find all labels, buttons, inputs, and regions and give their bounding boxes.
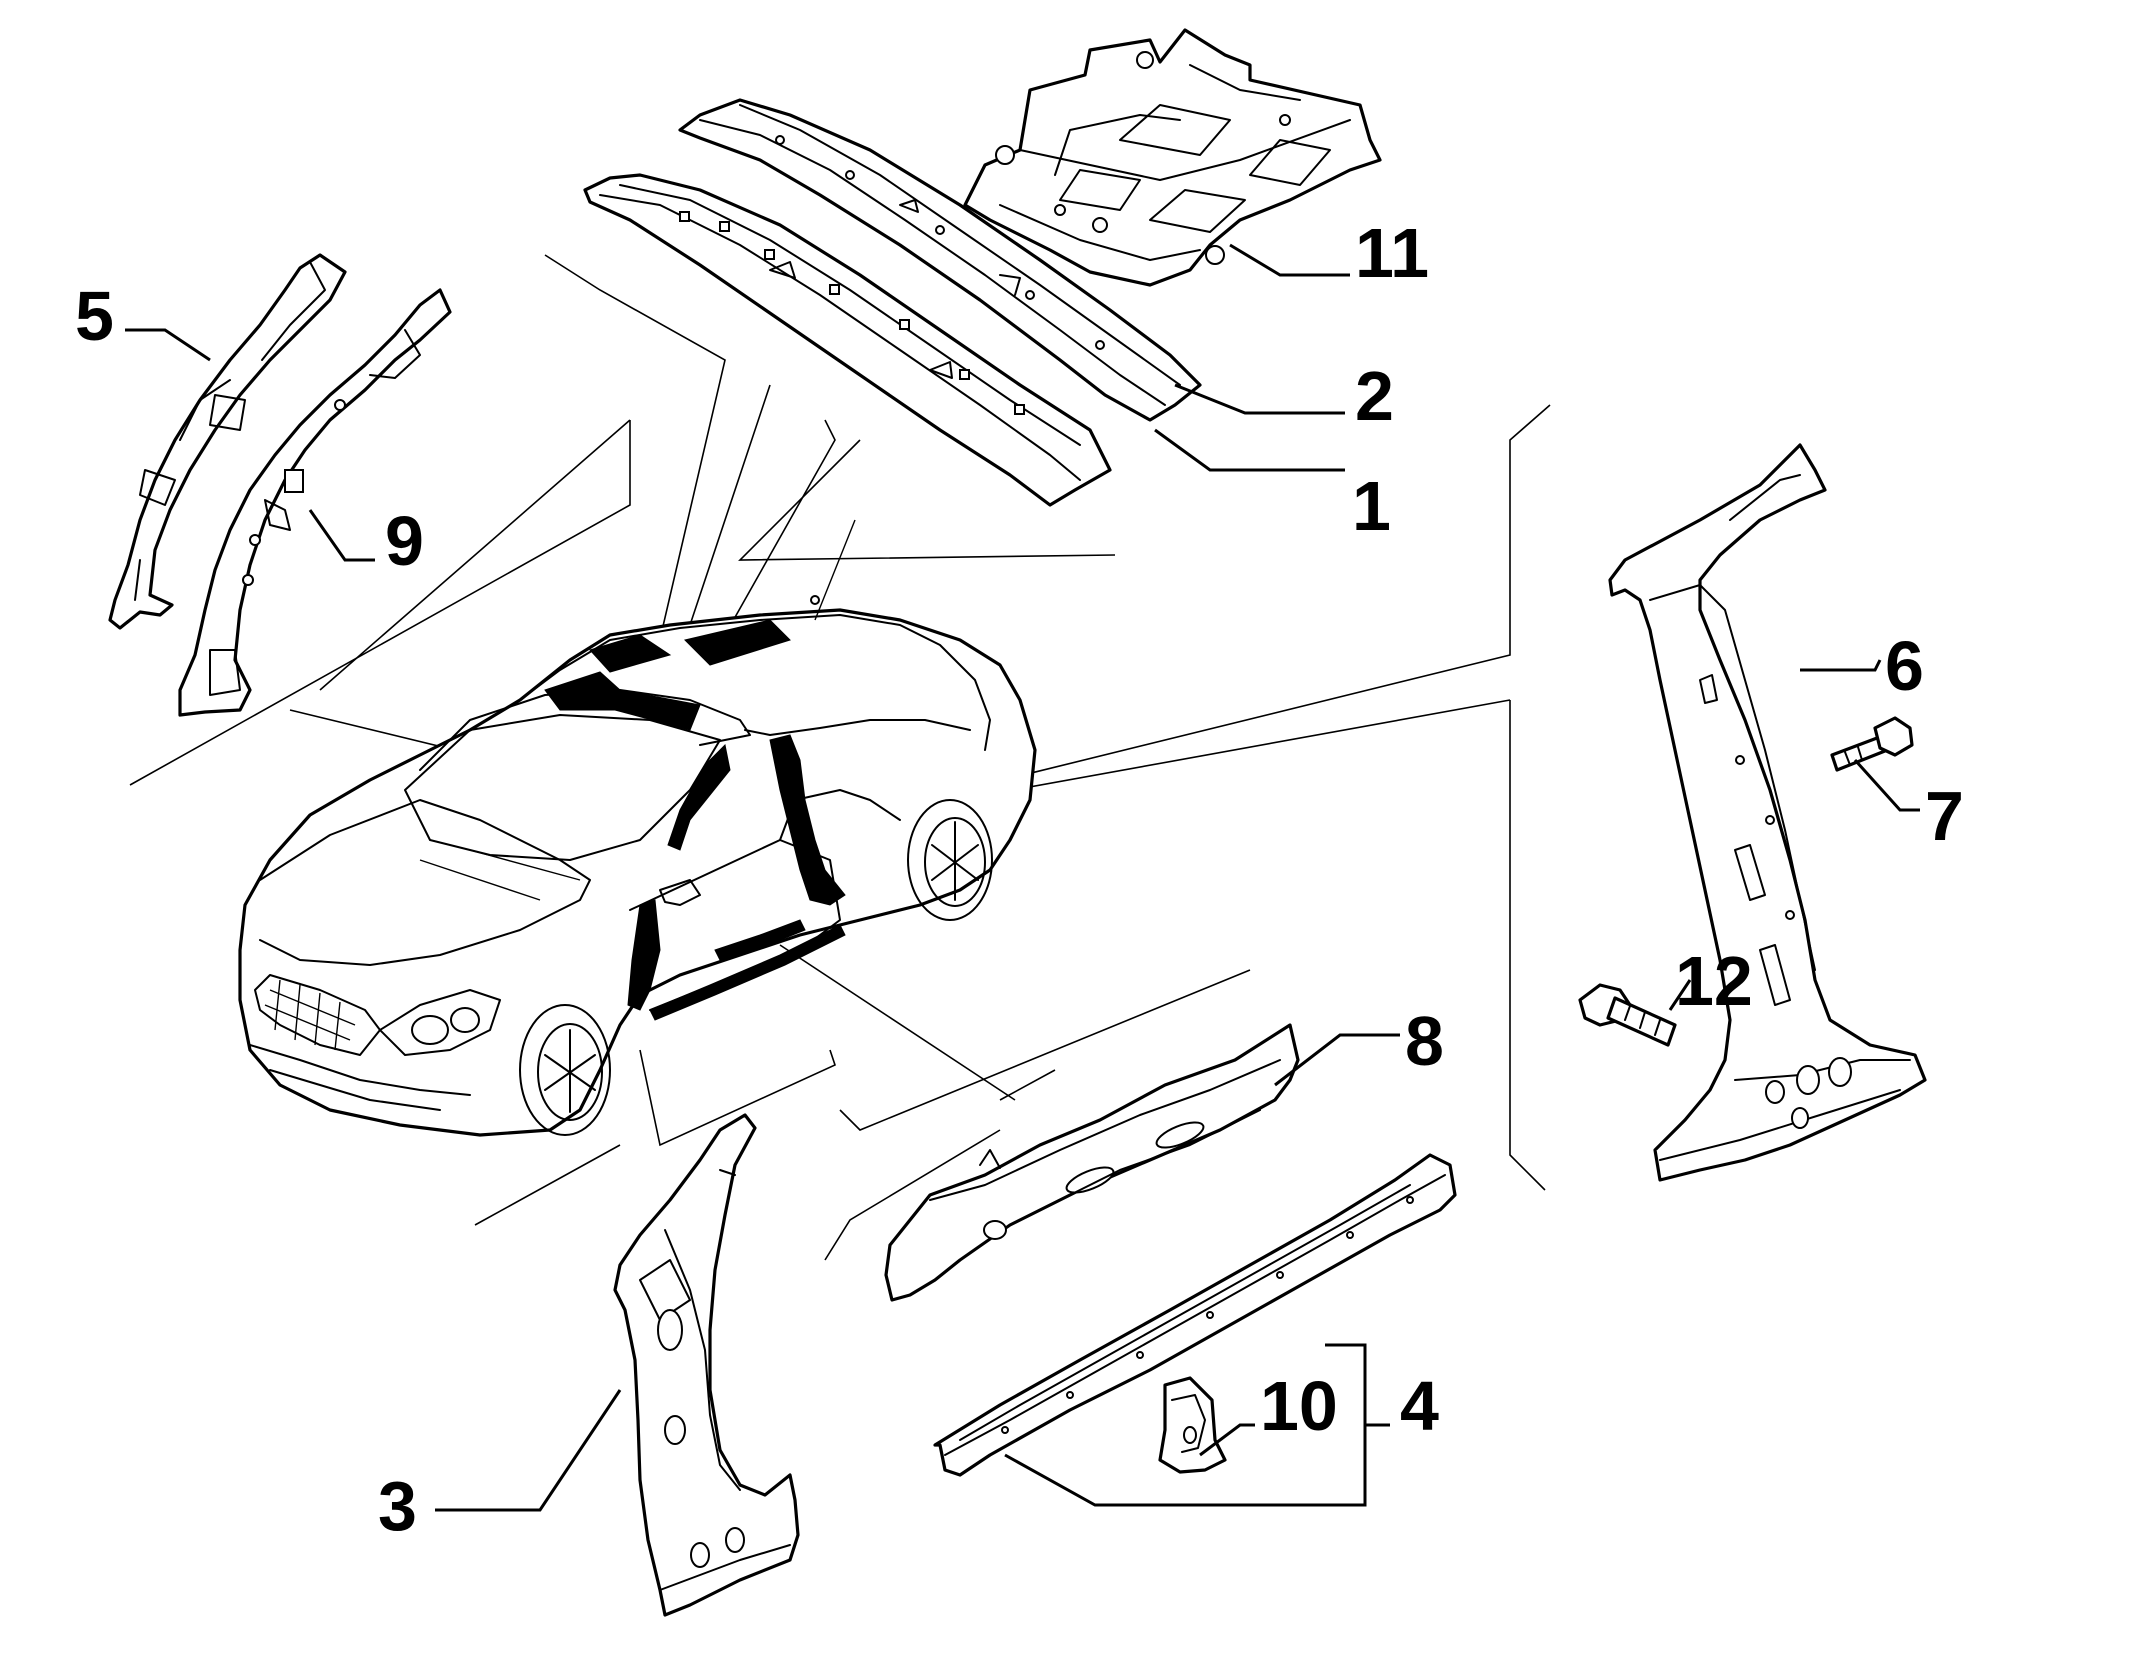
part-11-floor-panel (963, 28, 1382, 287)
part-12-bolt-icon (1578, 983, 1677, 1047)
callout-8: 8 (1405, 1002, 1444, 1080)
part-4-outer-sill (933, 1153, 1457, 1477)
callout-11: 11 (1355, 214, 1429, 292)
highlight-roof-front (589, 634, 672, 673)
callout-6: 6 (1885, 627, 1924, 705)
part-8-inner-sill (884, 1023, 1300, 1302)
part-9-a-pillar-inner (178, 288, 452, 717)
callout-5: 5 (75, 277, 114, 355)
highlight-roof-rail (544, 671, 701, 731)
part-1-roof-rail-front (583, 173, 1112, 507)
part-10-bracket (1158, 1376, 1227, 1474)
callout-leaders (125, 243, 1920, 1512)
part-7-bolt-icon (1830, 716, 1914, 772)
callout-10: 10 (1260, 1367, 1338, 1445)
car-overview (238, 519, 1037, 1137)
highlight-sill (649, 924, 846, 1021)
part-2-roof-rail-rear (678, 98, 1202, 422)
callout-2: 2 (1355, 357, 1394, 435)
callout-labels: 1 2 3 4 5 6 7 8 9 10 11 12 (75, 214, 1964, 1545)
callout-3: 3 (378, 1467, 417, 1545)
highlight-hinge-pillar (627, 899, 661, 1011)
callout-4: 4 (1400, 1367, 1439, 1445)
callout-9: 9 (385, 502, 424, 580)
callout-1: 1 (1352, 467, 1391, 545)
callout-12: 12 (1675, 942, 1753, 1020)
part-6-b-pillar (1608, 443, 1927, 1182)
highlight-b-pillar (769, 734, 846, 906)
part-3-hinge-pillar (613, 1113, 800, 1617)
highlight-inner-sill (714, 919, 806, 961)
part-5-a-pillar-outer (108, 253, 347, 630)
callout-7: 7 (1925, 777, 1964, 855)
highlight-roof-panel (684, 619, 791, 666)
highlight-a-pillar (667, 743, 731, 851)
